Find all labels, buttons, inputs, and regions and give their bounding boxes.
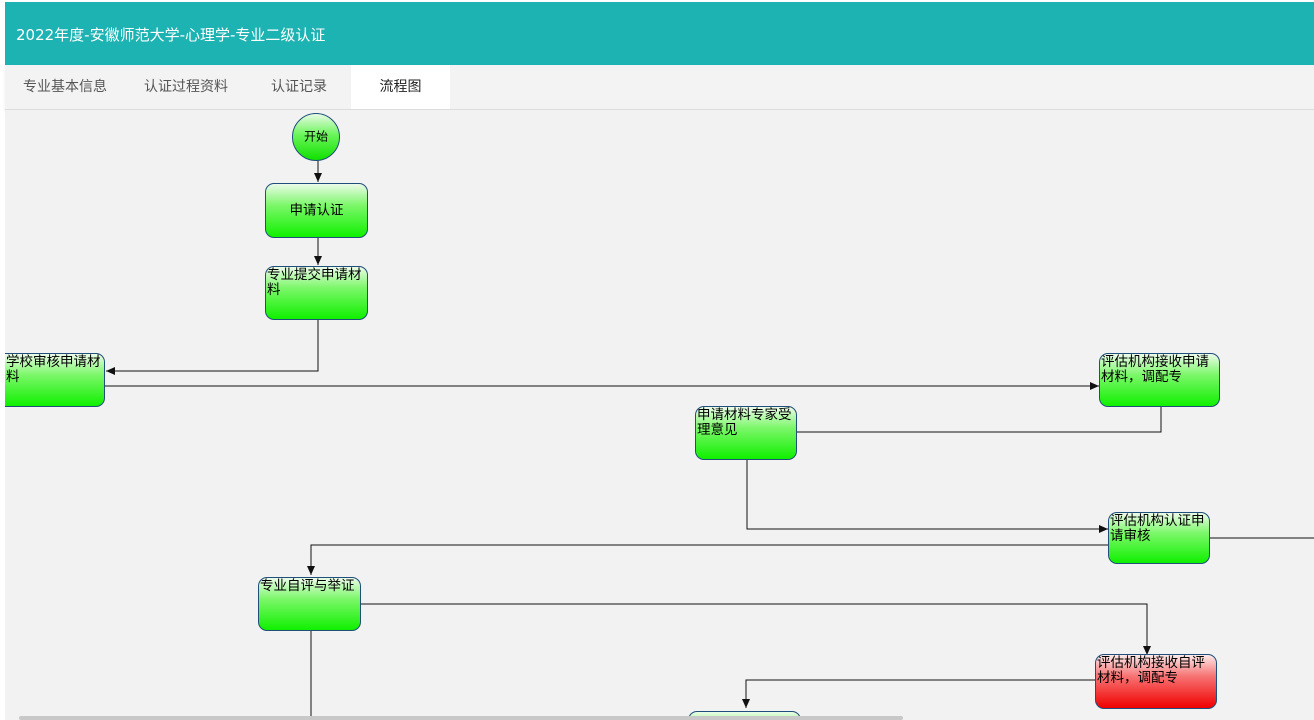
node-agency-review[interactable]: 评估机构认证申请审核 (1108, 512, 1210, 564)
edge-expert-review (746, 460, 1108, 533)
flow-connectors (105, 158, 1314, 720)
page-title: 2022年度-安徽师范大学-心理学-专业二级认证 (16, 26, 326, 44)
tab-bar: 专业基本信息 认证过程资料 认证记录 流程图 (5, 65, 1314, 110)
node-self-evaluation[interactable]: 专业自评与举证 (258, 577, 361, 631)
node-expert-opinion[interactable]: 申请材料专家受理意见 (695, 406, 797, 460)
node-submit-materials[interactable]: 专业提交申请材料 (265, 266, 368, 320)
tab-records[interactable]: 认证记录 (271, 79, 327, 95)
edge-submit-school (106, 319, 319, 375)
node-start[interactable]: 开始 (292, 113, 340, 161)
flowchart-canvas: 开始 申请认证 专业提交申请材料 学校审核申请材料 评估机构接收申请材料，调配专… (5, 110, 1314, 720)
tab-flowchart[interactable]: 流程图 (351, 65, 450, 109)
edge-agency-expert (797, 406, 1162, 433)
horizontal-scrollbar[interactable] (19, 716, 903, 720)
edge-review-self (307, 544, 1108, 575)
node-agency-receive-self-eval[interactable]: 评估机构接收自评材料，调配专 (1095, 654, 1217, 709)
tab-basic-info[interactable]: 专业基本信息 (23, 79, 107, 95)
app-header: 2022年度-安徽师范大学-心理学-专业二级认证 (5, 2, 1314, 65)
edge-self-receive (360, 603, 1151, 655)
node-school-review[interactable]: 学校审核申请材料 (5, 353, 105, 407)
node-agency-receive-application[interactable]: 评估机构接收申请材料，调配专 (1099, 353, 1220, 407)
node-apply-certification[interactable]: 申请认证 (265, 183, 368, 238)
edge-receive-next (742, 679, 1095, 708)
tab-process-materials[interactable]: 认证过程资料 (144, 79, 228, 95)
